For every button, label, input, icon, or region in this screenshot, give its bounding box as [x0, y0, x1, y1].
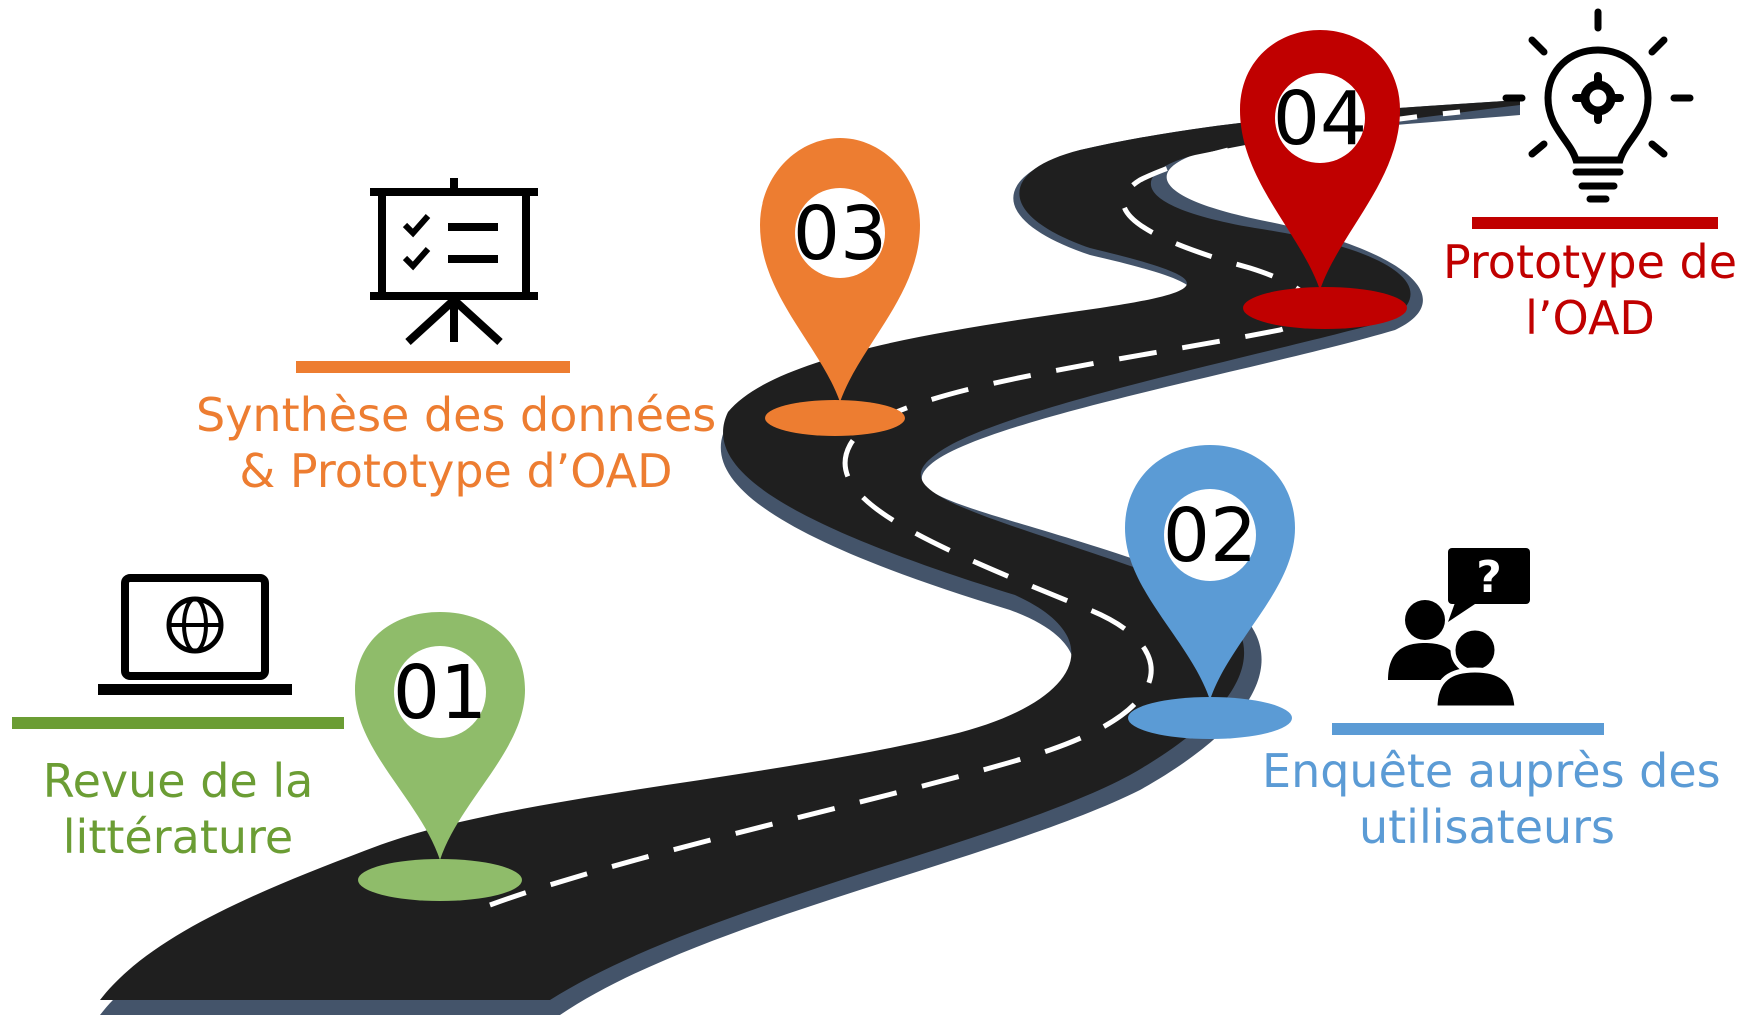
check-2 [402, 247, 431, 271]
step-02-label-line-2: utilisateurs [1358, 800, 1616, 854]
pin-01: 01 [355, 612, 525, 901]
pin-02-base [1128, 697, 1292, 739]
step-03-label-line-1: Synthèse des données [196, 388, 717, 442]
pin-01-base [358, 859, 522, 901]
step-01-label-line-1: Revue de la [42, 754, 314, 808]
gear-body [1580, 80, 1616, 116]
step-01-label: Revue de la littérature [20, 753, 336, 865]
bulb-glass [1544, 46, 1652, 164]
pin-02-number: 02 [1163, 493, 1257, 579]
step-02-bar [1332, 723, 1604, 735]
check-1 [402, 214, 431, 238]
users-question-icon: ? [1388, 548, 1530, 711]
question-bubble-tail [1448, 600, 1478, 622]
pin-03: 03 [760, 138, 920, 436]
question-mark: ? [1476, 552, 1502, 603]
question-bubble [1448, 548, 1530, 604]
laptop-globe-icon [98, 574, 292, 695]
step-01-bar [12, 717, 344, 729]
step-04-label-line-2: l’OAD [1525, 291, 1655, 345]
user-1-body [1388, 643, 1462, 680]
pin-02: 02 [1125, 445, 1295, 739]
pin-03-hole [795, 188, 885, 278]
road-surface [100, 100, 1520, 1000]
pin-03-base [765, 400, 905, 436]
step-04-bar [1472, 217, 1718, 229]
step-02-label-line-1: Enquête auprès des [1262, 744, 1721, 798]
pin-04-hole [1275, 73, 1365, 163]
ray-top-left [1528, 36, 1548, 56]
presentation-board-icon [370, 178, 538, 345]
laptop-screen [121, 574, 269, 680]
board-frame [378, 188, 530, 300]
step-04-label: Prototype de l’OAD [1440, 234, 1740, 346]
ray-top-right [1648, 36, 1668, 56]
step-02-label: Enquête auprès des utilisateurs [1262, 743, 1721, 855]
pin-04: 04 [1240, 30, 1407, 329]
user-2-body [1432, 667, 1520, 711]
step-03-bar [296, 361, 570, 373]
laptop-base [98, 684, 292, 695]
pin-01-number: 01 [393, 650, 487, 736]
step-03-label: Synthèse des données & Prototype d’OAD [196, 387, 716, 499]
pin-02-hole [1164, 489, 1256, 581]
step-04-label-line-1: Prototype de [1442, 235, 1738, 289]
user-2-head [1450, 625, 1500, 675]
user-1-head [1405, 600, 1445, 640]
pin-04-base [1243, 287, 1407, 329]
pin-01-hole [394, 646, 486, 738]
ray-bottom-right [1648, 140, 1668, 158]
pin-04-number: 04 [1273, 76, 1367, 162]
board-leg-right [451, 297, 503, 345]
step-03-label-line-2: & Prototype d’OAD [239, 444, 673, 498]
lightbulb-gear-icon [1502, 8, 1694, 203]
step-01-label-line-2: littérature [62, 810, 294, 864]
board-leg-left [405, 297, 457, 345]
ray-bottom-left [1528, 140, 1548, 158]
pin-03-number: 03 [793, 191, 887, 277]
